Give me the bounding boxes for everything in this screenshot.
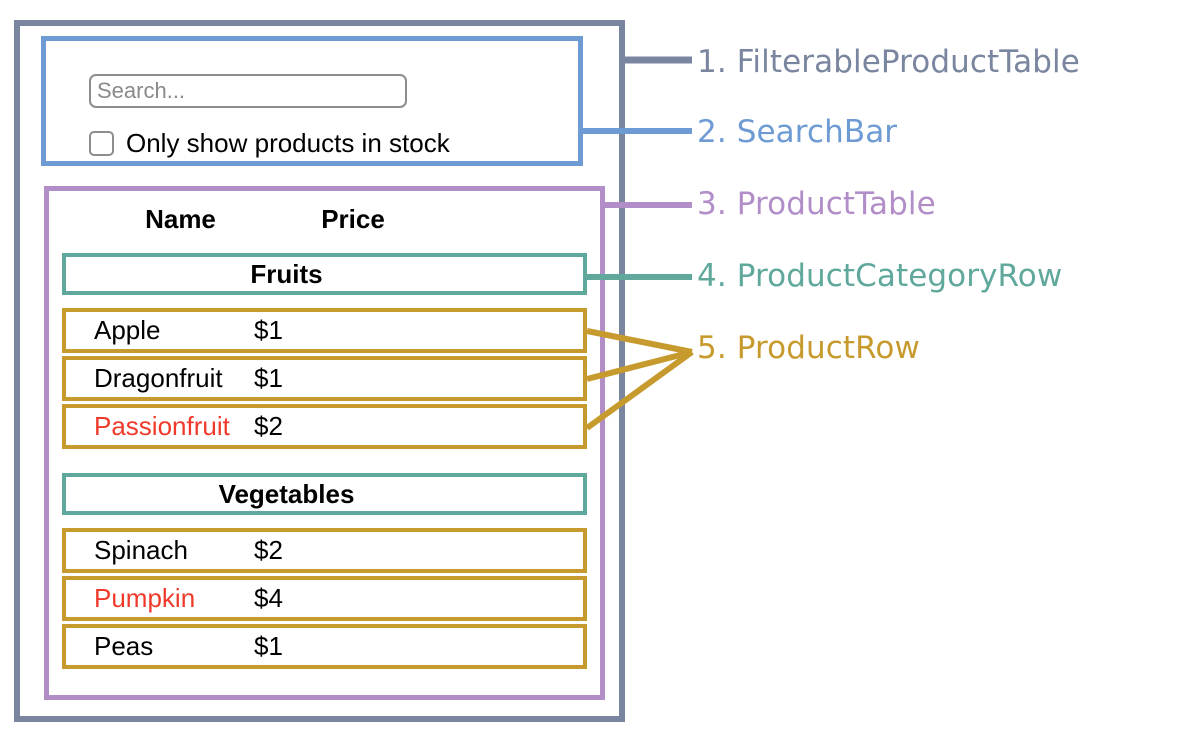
product-row[interactable]: Dragonfruit $1 (62, 356, 587, 401)
product-category-label: Fruits (250, 258, 323, 289)
product-category-row: Fruits (62, 253, 587, 295)
product-price: $1 (254, 363, 283, 393)
column-header-name: Name (145, 203, 216, 234)
product-row[interactable]: Peas $1 (62, 624, 587, 669)
product-row[interactable]: Apple $1 (62, 308, 587, 353)
product-row[interactable]: Pumpkin $4 (62, 576, 587, 621)
product-price: $1 (254, 315, 283, 345)
product-price: $1 (254, 631, 283, 661)
product-name: Apple (94, 315, 161, 345)
product-table-box (44, 186, 605, 700)
legend-label-product-row: 5. ProductRow (697, 330, 920, 366)
product-price: $2 (254, 411, 283, 441)
product-price: $2 (254, 535, 283, 565)
table-header-row: Name Price (88, 198, 558, 240)
search-input[interactable] (89, 74, 407, 108)
legend-label-search-bar: 2. SearchBar (697, 114, 898, 150)
in-stock-checkbox[interactable] (89, 130, 114, 156)
product-row[interactable]: Spinach $2 (62, 528, 587, 573)
product-name: Peas (94, 631, 154, 661)
product-name: Dragonfruit (94, 363, 223, 393)
in-stock-filter-row[interactable]: Only show products in stock (89, 126, 450, 160)
product-price: $4 (254, 583, 283, 613)
legend-label-product-category-row: 4. ProductCategoryRow (697, 258, 1063, 294)
product-row[interactable]: Passionfruit $2 (62, 404, 587, 449)
product-name: Passionfruit (94, 411, 230, 441)
product-name: Spinach (94, 535, 188, 565)
in-stock-checkbox-label: Only show products in stock (126, 127, 450, 158)
legend-label-filterable-product-table: 1. FilterableProductTable (697, 44, 1080, 80)
column-header-price: Price (321, 203, 385, 234)
product-category-row: Vegetables (62, 473, 587, 515)
product-name: Pumpkin (94, 583, 196, 613)
legend-label-product-table: 3. ProductTable (697, 186, 936, 222)
product-category-label: Vegetables (218, 478, 355, 509)
search-bar-box (41, 36, 583, 166)
